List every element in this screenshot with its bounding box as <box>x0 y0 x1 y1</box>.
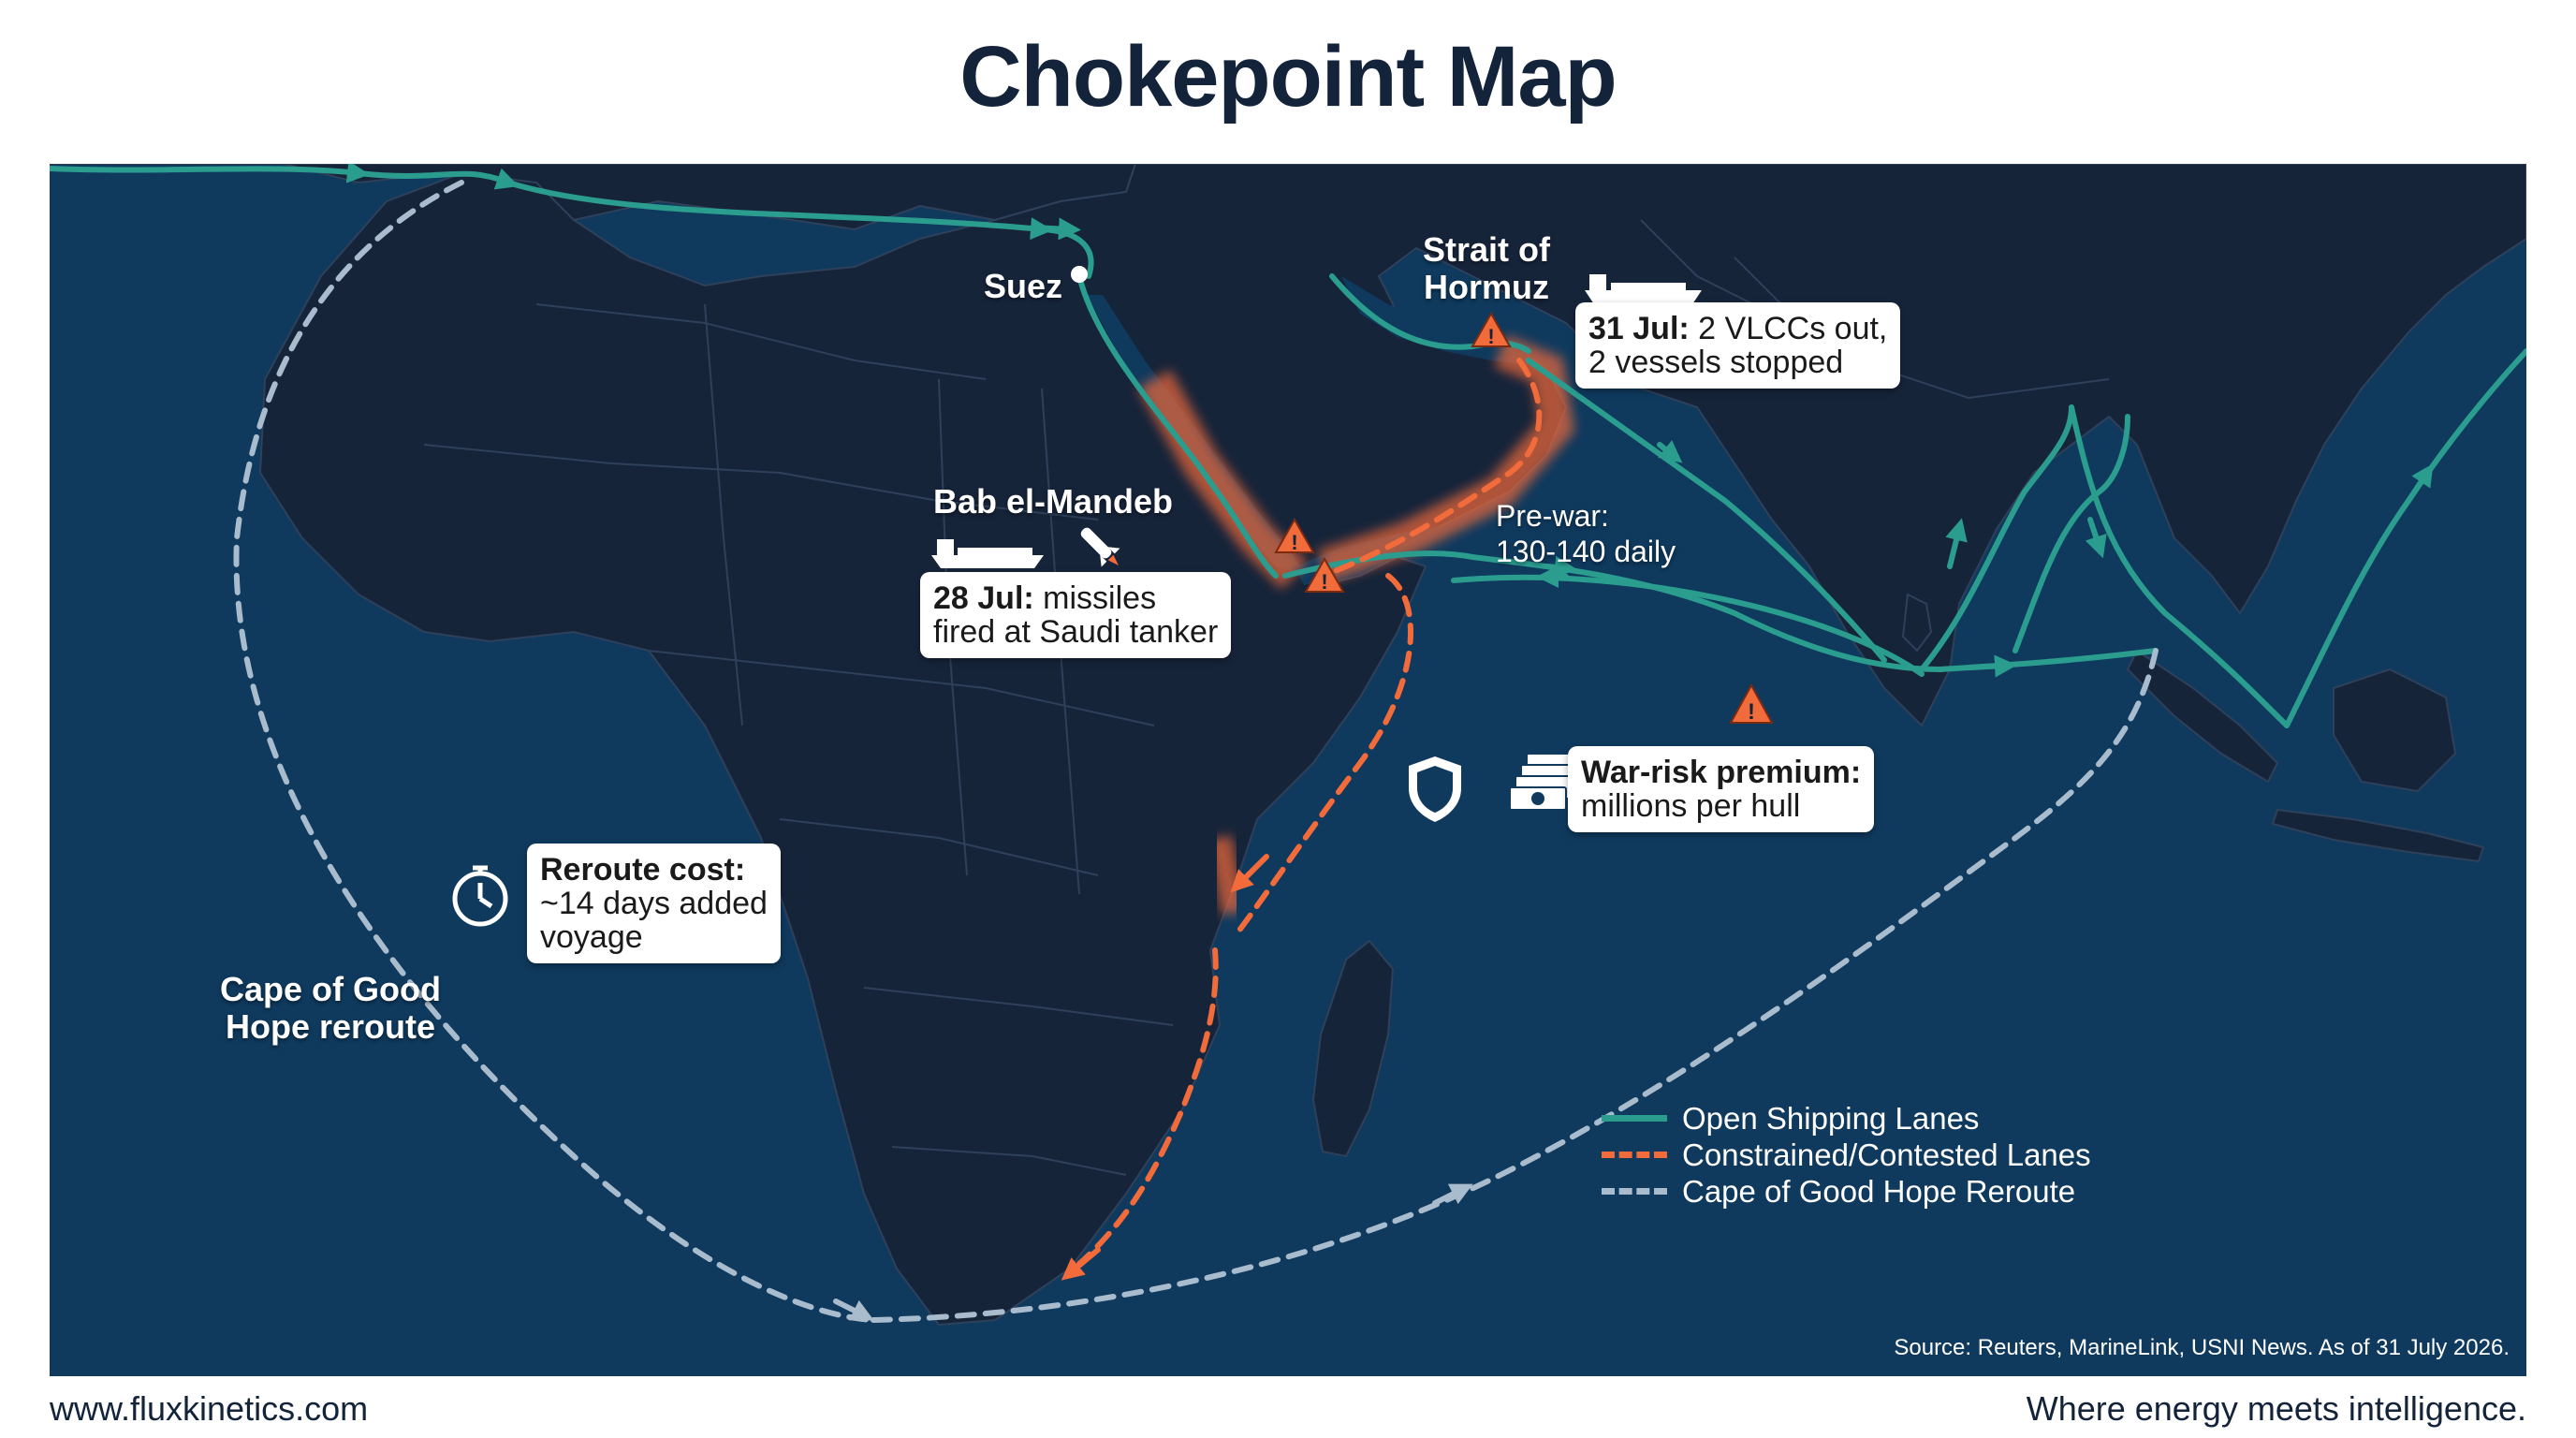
callout-reroute-cost: Reroute cost: ~14 days added voyage <box>527 844 781 963</box>
cash-icon <box>1509 753 1584 811</box>
land-borneo <box>2333 668 2457 793</box>
footer-tagline: Where energy meets intelligence. <box>2026 1389 2526 1428</box>
open-lane-india-east <box>2012 414 2130 653</box>
label-prewar-line2: 130-140 daily <box>1496 535 1676 568</box>
label-cape-reroute: Cape of Good Hope reroute <box>220 970 441 1046</box>
callout-mandeb: 28 Jul: missiles fired at Saudi tanker <box>920 572 1232 658</box>
reroute-south-arrow <box>1432 1183 1473 1206</box>
shield-icon <box>1409 756 1461 822</box>
callout-hormuz-text1: 2 VLCCs out, <box>1698 311 1888 346</box>
cape-reroute <box>233 180 2159 1323</box>
open-lane-suez-red-sea <box>1076 273 1279 579</box>
callout-hormuz-text2: 2 vessels stopped <box>1588 345 1844 380</box>
callout-hormuz-date: 31 Jul: <box>1588 311 1690 346</box>
label-hormuz: Strait of Hormuz <box>1422 230 1550 306</box>
legend-label-reroute: Cape of Good Hope Reroute <box>1682 1173 2076 1209</box>
warning-icon-mandeb-2: ! <box>1304 556 1345 594</box>
source-note: Source: Reuters, MarineLink, USNI News. … <box>1894 1335 2510 1360</box>
legend-item-contested: Constrained/Contested Lanes <box>1602 1137 2091 1173</box>
map: ! ! ! ! <box>50 164 2526 1376</box>
stopwatch-icon <box>452 865 508 927</box>
open-lane-hormuz-india <box>1526 358 1887 663</box>
warning-icon-mandeb-1: ! <box>1274 517 1315 554</box>
contested-lane-somalia <box>1236 573 1413 934</box>
open-lane-return <box>1451 574 1925 677</box>
open-lane-malacca <box>2069 404 2290 728</box>
label-suez: Suez <box>984 267 1063 305</box>
label-bab-el-mandeb: Bab el-Mandeb <box>933 482 1174 521</box>
open-lane-india-east-arrow <box>1945 518 1968 569</box>
reroute-west-arrow <box>833 1299 874 1321</box>
missile-icon <box>1080 527 1120 567</box>
land-sri-lanka <box>1901 593 1933 653</box>
open-lane-bay-arrow <box>2085 517 2107 559</box>
legend-label-open: Open Shipping Lanes <box>1682 1100 1980 1136</box>
reroute-west <box>233 180 876 1323</box>
contested-lane-mozambique <box>1076 947 1219 1267</box>
open-lane-med-arrow <box>1030 217 1081 241</box>
open-lane-central <box>1732 610 2159 673</box>
legend-item-reroute: Cape of Good Hope Reroute <box>1602 1173 2091 1210</box>
svg-text:!: ! <box>1487 325 1494 348</box>
callout-reroute-title: Reroute cost: <box>540 852 746 888</box>
land-africa-arabia <box>258 164 2526 1327</box>
warning-icon-ocean: ! <box>1729 682 1774 725</box>
callout-mandeb-date: 28 Jul: <box>933 580 1034 616</box>
open-lanes <box>50 164 2526 728</box>
open-lane-scs-arrow <box>2406 463 2434 504</box>
callout-war-risk: War-risk premium: millions per hull <box>1568 746 1875 832</box>
warning-icon-hormuz: ! <box>1471 311 1512 348</box>
legend-swatch-contested <box>1602 1152 1667 1158</box>
callout-war-risk-text: millions per hull <box>1581 788 1801 824</box>
contested-lanes <box>1061 358 1543 1281</box>
callout-reroute-text2: voyage <box>540 919 643 955</box>
callout-mandeb-text2: fired at Saudi tanker <box>933 614 1219 650</box>
legend-item-open: Open Shipping Lanes <box>1602 1100 2091 1137</box>
land-java <box>2271 808 2485 863</box>
legend-swatch-reroute <box>1602 1188 1667 1195</box>
ship-icon-hormuz <box>1585 274 1702 304</box>
map-canvas: ! ! ! ! <box>50 164 2526 1376</box>
open-lane-bay-bengal <box>1919 404 2074 672</box>
ship-icon-mandeb <box>931 539 1044 568</box>
callout-war-risk-title: War-risk premium: <box>1581 755 1862 790</box>
reroute-south <box>871 648 2159 1323</box>
contested-lane-somalia-arrow <box>1230 854 1269 893</box>
open-lane-central-arrow <box>1966 654 2017 678</box>
contested-lane-moz-arrow <box>1061 1247 1101 1281</box>
contested-lane-hormuz <box>1320 358 1543 579</box>
legend-swatch-open <box>1602 1115 1667 1122</box>
callout-reroute-text1: ~14 days added <box>540 886 768 921</box>
svg-text:!: ! <box>1291 531 1297 554</box>
suez-point <box>1071 266 1088 283</box>
land-madagascar <box>1311 939 1395 1158</box>
svg-text:!: ! <box>1748 699 1755 725</box>
footer-website[interactable]: www.fluxkinetics.com <box>50 1389 369 1428</box>
callout-hormuz: 31 Jul: 2 VLCCs out, 2 vessels stopped <box>1575 302 1901 389</box>
page-title: Chokepoint Map <box>959 29 1617 125</box>
legend: Open Shipping Lanes Constrained/Conteste… <box>1602 1100 2091 1210</box>
open-lane-hormuz-arrow <box>1657 440 1683 463</box>
legend-label-contested: Constrained/Contested Lanes <box>1682 1137 2091 1172</box>
svg-text:!: ! <box>1321 570 1327 594</box>
label-prewar-line1: Pre-war: <box>1496 499 1609 533</box>
callout-mandeb-text1: missiles <box>1043 580 1157 616</box>
